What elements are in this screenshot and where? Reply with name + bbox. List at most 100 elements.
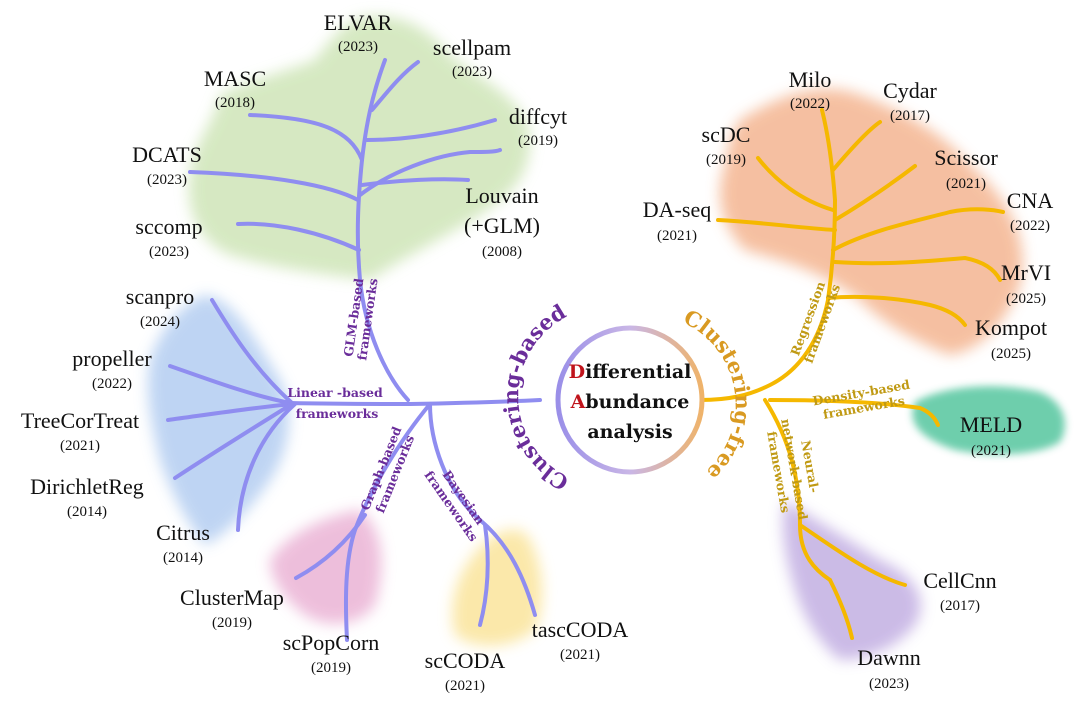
svg-text:(2019): (2019) [518, 133, 558, 149]
neural-leaf [782, 500, 921, 660]
svg-text:DirichletReg: DirichletReg [30, 474, 144, 499]
method-kompot: Kompot (2025) [975, 315, 1047, 362]
regression-leaf [720, 89, 1023, 355]
method-cydar: Cydar (2017) [883, 78, 937, 124]
svg-text:(2023): (2023) [869, 676, 909, 692]
svg-text:MrVI: MrVI [1001, 260, 1051, 285]
svg-text:(2023): (2023) [338, 39, 378, 55]
linear-framework-label-1: Linear -based [287, 385, 383, 400]
svg-text:propeller: propeller [72, 346, 152, 371]
svg-text:(2021): (2021) [445, 678, 485, 694]
svg-text:TreeCorTreat: TreeCorTreat [21, 408, 139, 433]
center-line1: Differential [569, 361, 692, 383]
method-scissor: Scissor (2021) [934, 145, 998, 192]
glm-leaf [188, 16, 530, 281]
svg-text:Kompot: Kompot [975, 315, 1047, 340]
svg-text:MELD: MELD [960, 412, 1022, 437]
method-daseq: DA-seq (2021) [643, 197, 711, 244]
method-diffcyt: diffcyt (2019) [509, 104, 567, 149]
method-mrvi: MrVI (2025) [1001, 260, 1051, 307]
method-milo: Milo (2022) [789, 67, 832, 112]
bayesian-leaf [452, 529, 542, 646]
svg-text:Dawnn: Dawnn [857, 645, 921, 670]
svg-text:(2021): (2021) [60, 438, 100, 454]
svg-text:(2023): (2023) [149, 244, 189, 260]
method-treecortreat: TreeCorTreat (2021) [21, 408, 139, 454]
svg-text:(2025): (2025) [1006, 291, 1046, 307]
graph-leaf [270, 510, 382, 624]
density-leaf [912, 386, 1065, 455]
method-dawnn: Dawnn (2023) [857, 645, 921, 692]
svg-text:scDC: scDC [702, 122, 751, 147]
svg-text:(2014): (2014) [163, 550, 203, 566]
svg-text:Louvain: Louvain [465, 183, 538, 208]
method-dcats: DCATS (2023) [132, 142, 202, 188]
svg-text:CellCnn: CellCnn [923, 568, 996, 593]
method-citrus: Citrus (2014) [156, 520, 210, 566]
svg-text:ClusterMap: ClusterMap [180, 585, 284, 610]
svg-text:sccomp: sccomp [135, 214, 202, 239]
method-scellpam: scellpam (2023) [433, 35, 511, 80]
method-elvar: ELVAR (2023) [324, 10, 393, 55]
method-clustermap: ClusterMap (2019) [180, 585, 284, 631]
svg-text:(2018): (2018) [215, 95, 255, 111]
linear-framework-label-2: frameworks [296, 406, 379, 421]
svg-text:(2023): (2023) [452, 64, 492, 80]
svg-text:(2021): (2021) [946, 176, 986, 192]
method-masc: MASC (2018) [204, 66, 266, 111]
svg-text:(2024): (2024) [140, 314, 180, 330]
center-line2: Abundance [570, 391, 690, 413]
center-line3: analysis [587, 421, 672, 443]
svg-text:(2019): (2019) [706, 152, 746, 168]
linear-leaf [148, 295, 289, 545]
svg-text:(2008): (2008) [482, 244, 522, 260]
svg-text:DCATS: DCATS [132, 142, 202, 167]
svg-text:(2021): (2021) [971, 443, 1011, 459]
svg-text:tascCODA: tascCODA [532, 617, 629, 642]
svg-text:Scissor: Scissor [934, 145, 998, 170]
svg-text:(+GLM): (+GLM) [464, 213, 540, 238]
center-node: Differential Abundance analysis Clusteri… [498, 299, 756, 496]
svg-text:(2014): (2014) [67, 504, 107, 520]
clustering-based-branches [166, 58, 542, 642]
svg-text:Milo: Milo [789, 67, 832, 92]
svg-text:CNA: CNA [1007, 188, 1054, 213]
svg-text:DA-seq: DA-seq [643, 197, 711, 222]
svg-text:(2023): (2023) [147, 172, 187, 188]
svg-text:(2019): (2019) [212, 615, 252, 631]
method-cellcnn: CellCnn (2017) [923, 568, 996, 614]
method-tasccoda: tascCODA (2021) [532, 617, 629, 663]
svg-text:(2025): (2025) [991, 346, 1031, 362]
method-louvain: Louvain (+GLM) (2008) [464, 183, 540, 260]
svg-text:(2021): (2021) [560, 647, 600, 663]
svg-text:MASC: MASC [204, 66, 266, 91]
method-sccomp: sccomp (2023) [135, 214, 202, 260]
method-cna: CNA (2022) [1007, 188, 1054, 234]
svg-text:ELVAR: ELVAR [324, 10, 393, 35]
method-scanpro: scanpro (2024) [126, 284, 194, 330]
clustering-free-branches [698, 108, 1005, 640]
svg-text:scPopCorn: scPopCorn [283, 630, 380, 655]
svg-text:(2022): (2022) [92, 376, 132, 392]
svg-text:Cydar: Cydar [883, 78, 937, 103]
svg-text:(2021): (2021) [657, 228, 697, 244]
svg-text:diffcyt: diffcyt [509, 104, 567, 129]
method-propeller: propeller (2022) [72, 346, 152, 392]
method-sccoda: scCODA (2021) [425, 648, 506, 694]
svg-text:Citrus: Citrus [156, 520, 210, 545]
svg-text:(2022): (2022) [790, 96, 830, 112]
svg-text:(2022): (2022) [1010, 218, 1050, 234]
svg-text:scCODA: scCODA [425, 648, 506, 673]
method-dirichletreg: DirichletReg (2014) [30, 474, 144, 520]
method-labels: ELVAR (2023) scellpam (2023) MASC (2018) di… [21, 10, 1053, 694]
method-meld: MELD (2021) [960, 412, 1022, 459]
method-scpopcorn: scPopCorn (2019) [283, 630, 380, 676]
svg-text:scellpam: scellpam [433, 35, 511, 60]
svg-text:(2017): (2017) [890, 108, 930, 124]
method-scdc: scDC (2019) [702, 122, 751, 168]
svg-text:scanpro: scanpro [126, 284, 194, 309]
svg-text:(2019): (2019) [311, 660, 351, 676]
svg-text:(2017): (2017) [940, 598, 980, 614]
